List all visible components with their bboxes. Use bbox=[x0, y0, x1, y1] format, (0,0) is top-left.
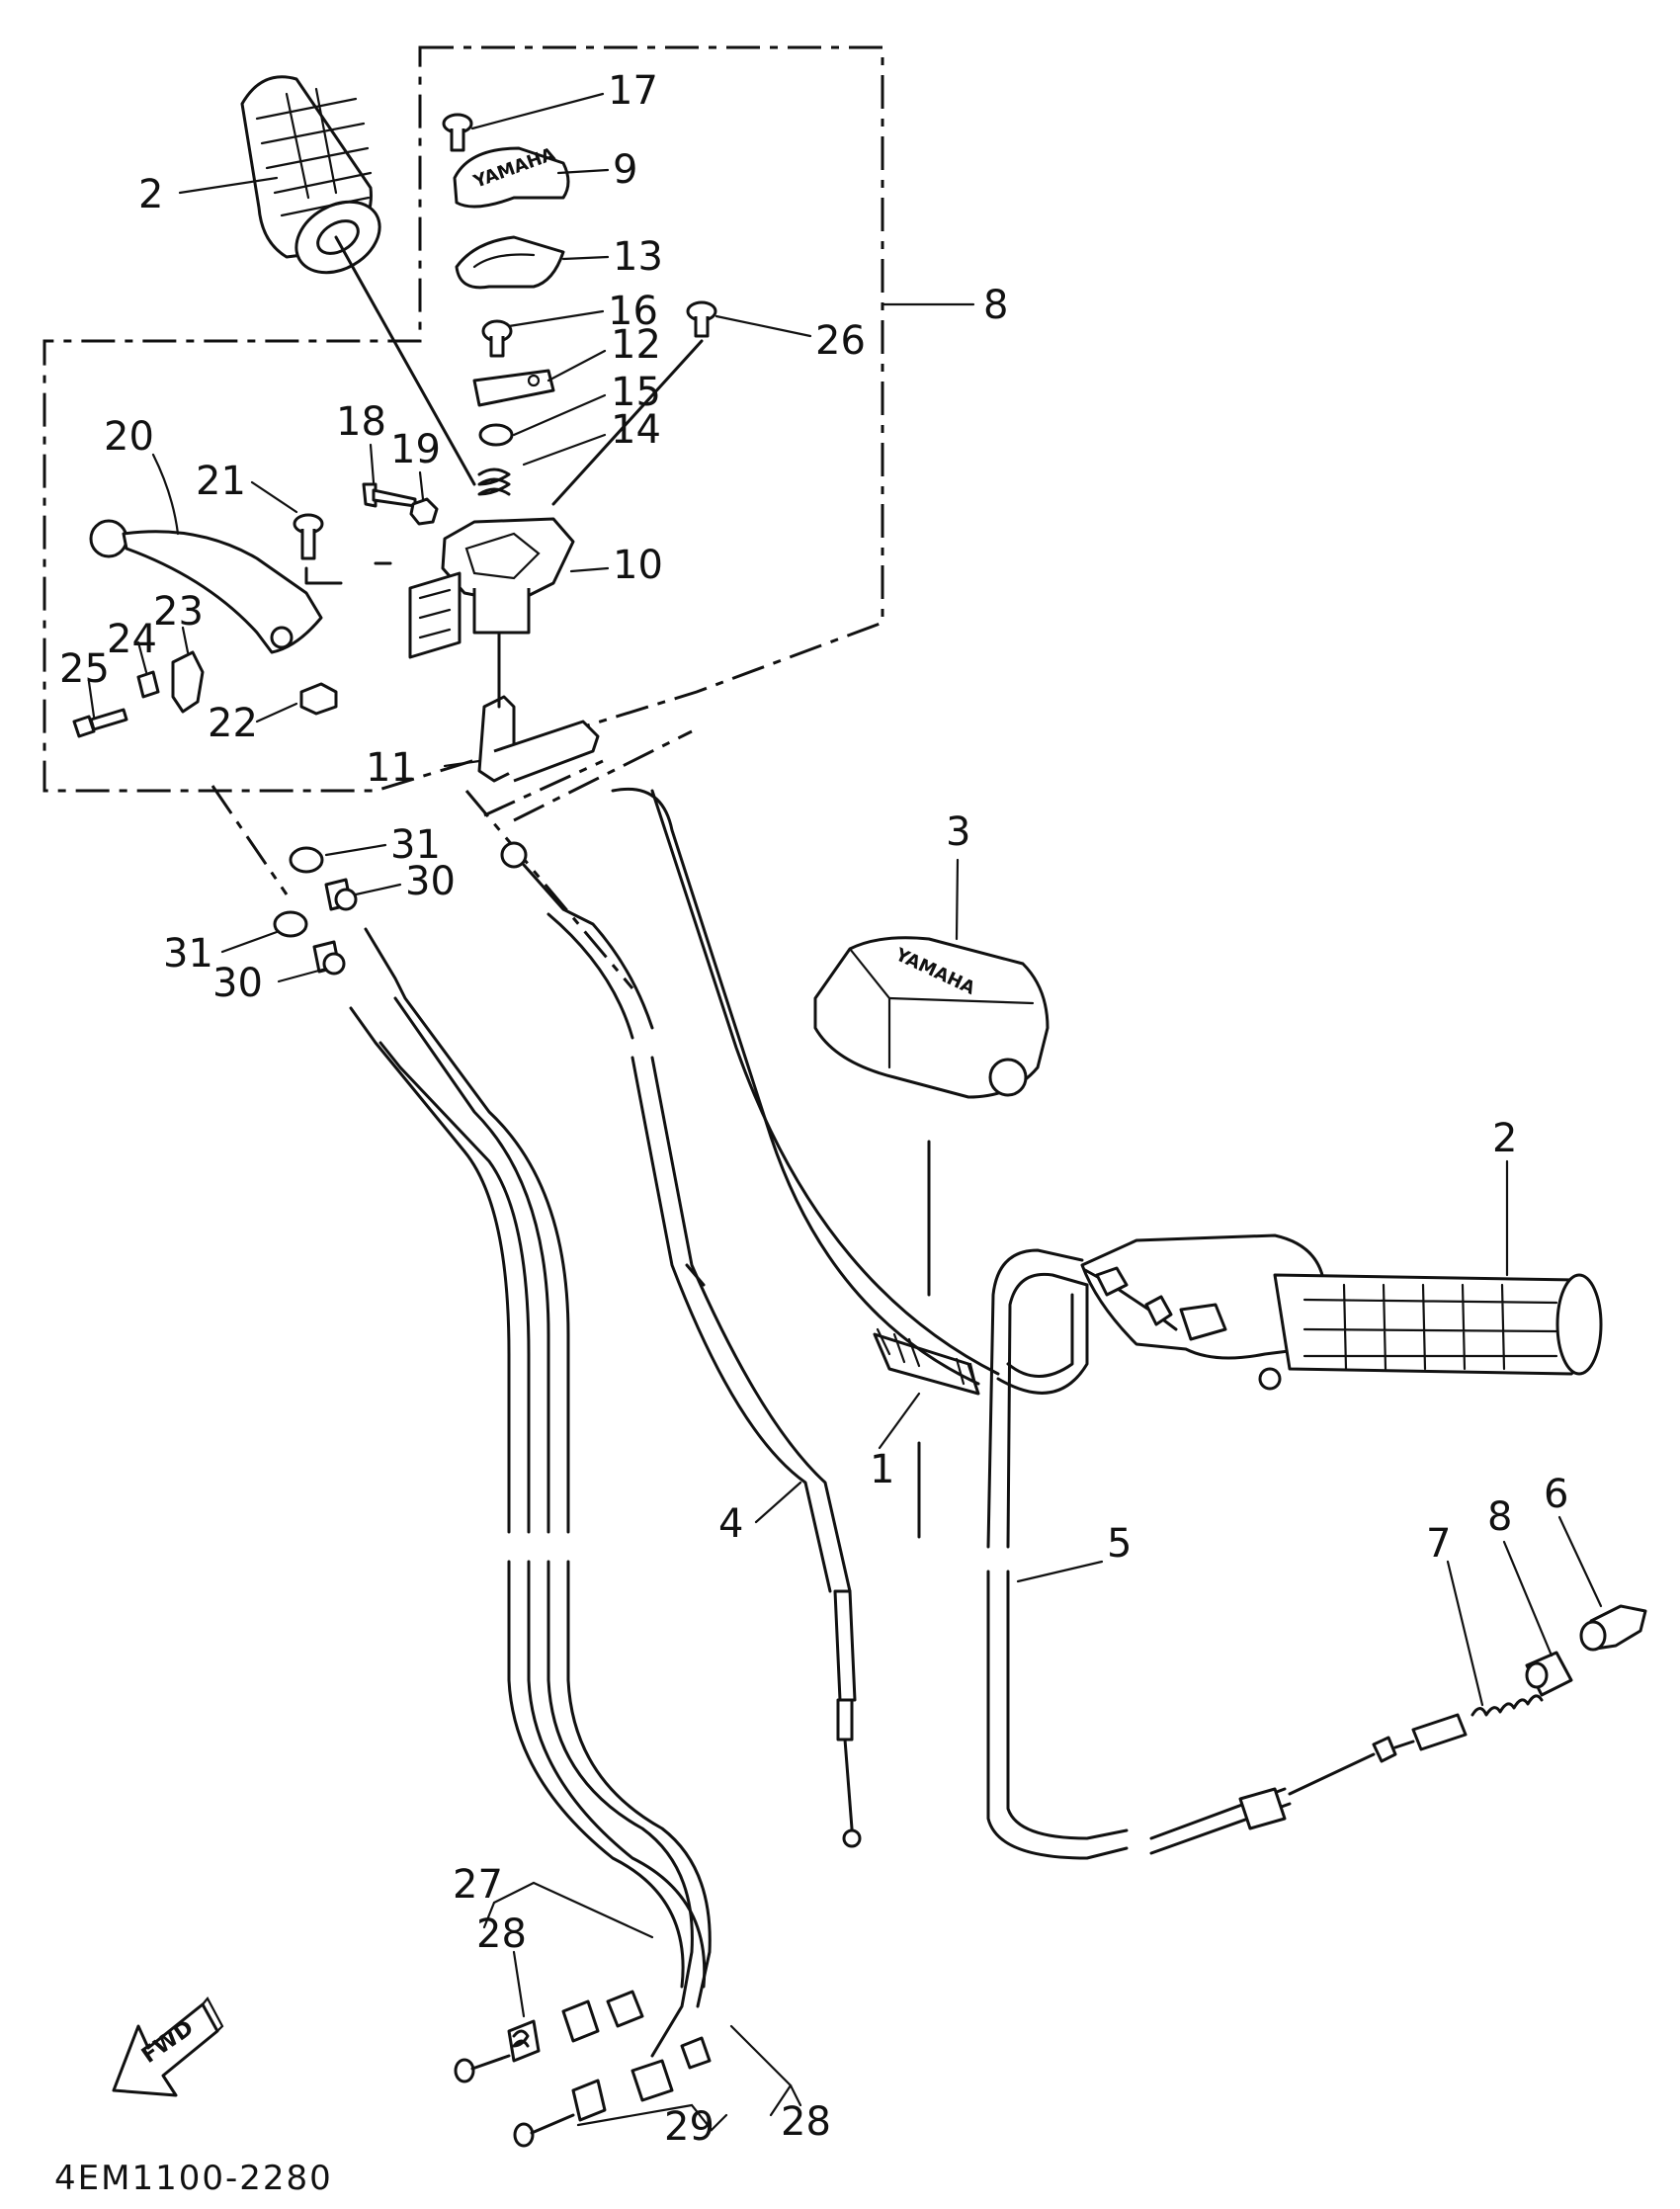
callout-7: 7 bbox=[1426, 1521, 1451, 1567]
bolt-22-guide bbox=[304, 561, 392, 585]
callout-10: 9 bbox=[613, 147, 637, 193]
callout-6: 6 bbox=[1544, 1472, 1568, 1517]
callout-4: 4 bbox=[718, 1501, 743, 1547]
callout-22: 21 bbox=[196, 459, 246, 504]
callout-13: 12 bbox=[611, 322, 661, 368]
housing-11 bbox=[441, 517, 575, 635]
callout-14: 13 bbox=[613, 234, 663, 280]
spring-15 bbox=[477, 467, 511, 496]
callout-16: 15 bbox=[611, 370, 661, 415]
throttle-lever-12 bbox=[477, 695, 600, 783]
bolt-26 bbox=[72, 708, 128, 738]
leader-lines bbox=[87, 92, 1603, 2132]
grip-leader bbox=[334, 235, 476, 486]
screw-27 bbox=[686, 300, 717, 338]
right-housing-3: YAMAHA bbox=[813, 936, 1050, 1099]
lever-bracket-boundary bbox=[210, 729, 693, 989]
bolt-22 bbox=[293, 513, 324, 560]
callout-9: 8 bbox=[983, 283, 1008, 328]
gasket-14 bbox=[455, 235, 565, 290]
callout-29-upper: 28 bbox=[476, 1912, 527, 1957]
screw-27-guide bbox=[551, 339, 704, 506]
callout-27: 26 bbox=[815, 318, 866, 364]
brake-cable-28-inner bbox=[349, 1006, 707, 1989]
plate-13 bbox=[472, 369, 555, 407]
callout-5: 5 bbox=[1107, 1521, 1132, 1567]
callout-28-upper: 27 bbox=[453, 1862, 503, 1908]
bracket-24 bbox=[171, 650, 205, 714]
callout-15: 14 bbox=[611, 407, 661, 453]
callout-18: 17 bbox=[608, 68, 658, 114]
callout-8: 8 bbox=[1487, 1494, 1512, 1540]
cable-end-29-lower bbox=[513, 2036, 712, 2148]
callout-24: 23 bbox=[153, 589, 204, 635]
brake-lever-21 bbox=[89, 519, 323, 654]
nut-31-lower bbox=[273, 910, 308, 938]
screw-18 bbox=[442, 113, 473, 152]
throttle-cable-4 bbox=[500, 841, 862, 1848]
callout-3: 3 bbox=[946, 809, 970, 855]
brake-cable-28-outer bbox=[364, 927, 712, 2058]
callout-2-upper: 2 bbox=[138, 172, 163, 217]
fwd-arrow-icon: FWD bbox=[112, 1997, 224, 2097]
callout-30-upper: 30 bbox=[405, 859, 456, 904]
callout-12: 11 bbox=[366, 745, 416, 791]
nut-31-upper bbox=[289, 846, 324, 874]
callout-31-lower: 31 bbox=[163, 931, 213, 977]
collar-25 bbox=[136, 670, 160, 699]
washer-16 bbox=[478, 423, 514, 447]
nut-6 bbox=[1579, 1604, 1647, 1652]
bolt-19 bbox=[362, 482, 417, 508]
callout-11: 10 bbox=[613, 543, 663, 588]
callout-1: 1 bbox=[870, 1447, 894, 1492]
callout-23: 22 bbox=[208, 701, 258, 746]
callout-20: 19 bbox=[390, 427, 441, 472]
screw-17 bbox=[481, 319, 513, 358]
adjuster-30-lower bbox=[312, 940, 346, 976]
callout-28-lower: 28 bbox=[781, 2099, 831, 2145]
callout-2-lower: 2 bbox=[1492, 1116, 1517, 1161]
callout-19: 18 bbox=[336, 399, 386, 445]
switch-block bbox=[408, 571, 462, 659]
callout-29-lower: 29 bbox=[664, 2104, 714, 2150]
callout-17: 16 bbox=[608, 289, 658, 334]
callout-26: 25 bbox=[59, 646, 110, 692]
throttle-cable-5 bbox=[986, 1248, 1468, 1860]
adjuster-8 bbox=[1525, 1651, 1573, 1697]
cover-10: YAMAHA bbox=[453, 144, 570, 209]
left-grip bbox=[240, 75, 381, 275]
cable-end-29-upper bbox=[454, 1990, 644, 2083]
nut-23 bbox=[299, 682, 338, 716]
nut-20 bbox=[409, 497, 439, 526]
spring-7 bbox=[1470, 1694, 1544, 1717]
handlebar-1 bbox=[611, 787, 1089, 1539]
callout-21: 20 bbox=[104, 414, 154, 460]
assembly-boundary-9 bbox=[42, 45, 884, 793]
callout-31-upper: 31 bbox=[390, 822, 441, 868]
diagram-code: 4EM1100-2280 bbox=[54, 2159, 333, 2198]
right-grip bbox=[1080, 1233, 1603, 1391]
callout-30-lower: 30 bbox=[212, 961, 263, 1006]
callout-25: 24 bbox=[107, 617, 157, 662]
adjuster-30-upper bbox=[324, 878, 358, 911]
